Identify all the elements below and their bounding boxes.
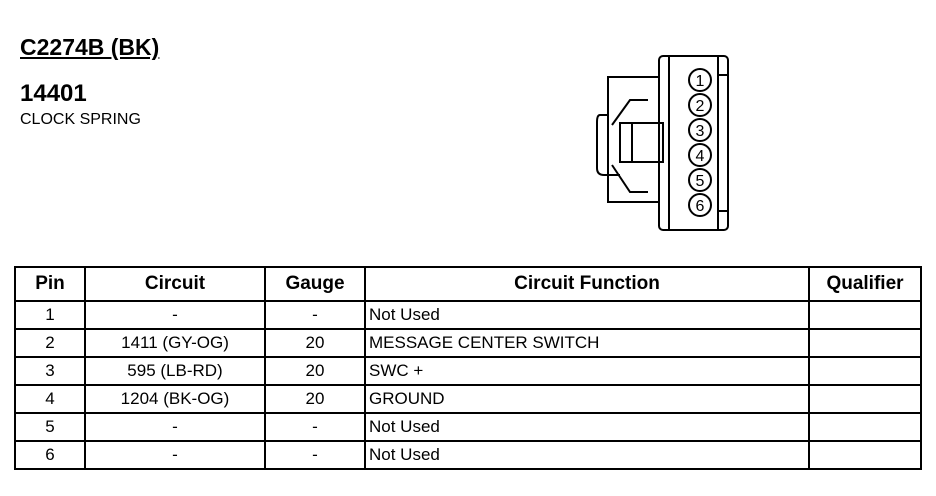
pin-cavity (688, 193, 712, 217)
connector-face-diagram: 1 2 3 4 5 6 (596, 55, 729, 231)
cell-pin: 1 (14, 300, 86, 330)
cell-function: Not Used (364, 440, 810, 470)
cell-circuit: - (84, 412, 266, 442)
cell-qualifier (808, 328, 922, 358)
pin-number: 6 (696, 198, 705, 215)
cell-qualifier (808, 412, 922, 442)
pin-number: 5 (696, 173, 705, 190)
cell-gauge: 20 (264, 328, 366, 358)
cell-circuit: 1411 (GY-OG) (84, 328, 266, 358)
cell-gauge: - (264, 300, 366, 330)
table-row: 6--Not Used (14, 440, 922, 470)
col-header-gauge: Gauge (264, 266, 366, 302)
cell-circuit: 595 (LB-RD) (84, 356, 266, 386)
part-number: 14401 (20, 80, 87, 107)
cell-function: GROUND (364, 384, 810, 414)
pin-cavity (688, 118, 712, 142)
cell-function: Not Used (364, 300, 810, 330)
cell-qualifier (808, 356, 922, 386)
cell-circuit: - (84, 440, 266, 470)
pinout-table: Pin Circuit Gauge Circuit Function Quali… (14, 266, 922, 470)
cell-pin: 6 (14, 440, 86, 470)
cell-gauge: - (264, 440, 366, 470)
pin-number: 4 (696, 148, 705, 165)
pin-cavity (688, 168, 712, 192)
pin-number: 3 (696, 123, 705, 140)
cell-pin: 2 (14, 328, 86, 358)
pin-number: 1 (696, 73, 705, 90)
cell-circuit: - (84, 300, 266, 330)
pin-number: 2 (696, 98, 705, 115)
table-row: 5--Not Used (14, 412, 922, 442)
cell-gauge: 20 (264, 384, 366, 414)
col-header-qualifier: Qualifier (808, 266, 922, 302)
cell-function: SWC + (364, 356, 810, 386)
table-header-row: Pin Circuit Gauge Circuit Function Quali… (14, 266, 922, 302)
col-header-circuit-function: Circuit Function (364, 266, 810, 302)
col-header-circuit: Circuit (84, 266, 266, 302)
cell-pin: 5 (14, 412, 86, 442)
cell-qualifier (808, 384, 922, 414)
part-name: CLOCK SPRING (20, 111, 141, 128)
col-header-pin: Pin (14, 266, 86, 302)
table-row: 1--Not Used (14, 300, 922, 330)
cell-function: MESSAGE CENTER SWITCH (364, 328, 810, 358)
pin-cavity (688, 68, 712, 92)
pin-cavity (688, 143, 712, 167)
cell-gauge: 20 (264, 356, 366, 386)
cell-pin: 4 (14, 384, 86, 414)
pin-cavity (688, 93, 712, 117)
cell-qualifier (808, 440, 922, 470)
cell-qualifier (808, 300, 922, 330)
cell-circuit: 1204 (BK-OG) (84, 384, 266, 414)
cell-function: Not Used (364, 412, 810, 442)
cell-gauge: - (264, 412, 366, 442)
cell-pin: 3 (14, 356, 86, 386)
connector-id: C2274B (BK) (20, 34, 160, 60)
